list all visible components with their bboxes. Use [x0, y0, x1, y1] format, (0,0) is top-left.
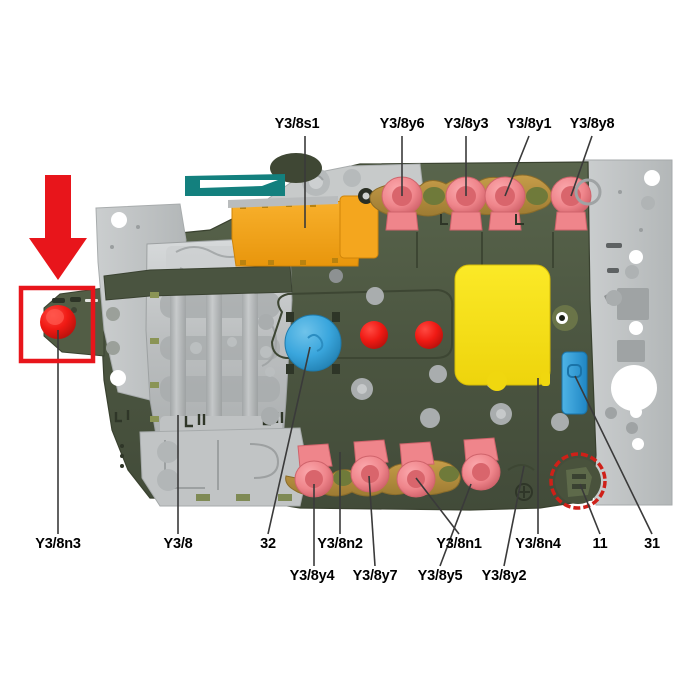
leader-11: [579, 483, 601, 535]
speed-sensor-n2: [360, 321, 388, 349]
board-wire-traces: [416, 232, 554, 268]
callout-label-y3-8y6: Y3/8y6: [379, 116, 425, 132]
speed-sensor-n4-plate: [454, 264, 551, 391]
callout-label-y3-8y8: Y3/8y8: [569, 116, 615, 132]
solenoid-y3-8y5: [396, 441, 436, 498]
callout-label-32: 32: [260, 536, 276, 552]
casting-cross-rib: [103, 265, 293, 301]
leader-lines: [57, 135, 653, 567]
oil-temperature-sensor-11: [549, 452, 607, 510]
callout-label-y3-8y3: Y3/8y3: [443, 116, 489, 132]
solenoid-y3-8y2: [461, 437, 501, 491]
red-down-arrow: [29, 175, 87, 280]
module-retainer-bracket: [228, 196, 338, 208]
callout-label-11: 11: [592, 536, 608, 552]
center-recess-outline: [270, 288, 454, 359]
callout-label-y3-8n4: Y3/8n4: [515, 536, 561, 552]
solenoid-y3-8y1: [484, 176, 526, 231]
red-highlight-rectangle: [18, 285, 96, 364]
right-mounting-flange: [583, 159, 673, 506]
leader-y3-8y8: [570, 135, 593, 197]
callout-label-y3-8y4: Y3/8y4: [289, 568, 335, 584]
callout-label-y3-8y5: Y3/8y5: [417, 568, 463, 584]
callout-label-y3-8y7: Y3/8y7: [352, 568, 398, 584]
leader-y3-8y1: [504, 135, 530, 197]
range-sensor-module-y3-8s1: [231, 195, 379, 267]
top-solenoid-row: [369, 174, 592, 231]
transmission-valve-body-assembly: [40, 153, 673, 511]
bottom-solenoid-row: [285, 437, 501, 498]
leader-y3-8n1: [415, 477, 460, 535]
leader-31: [574, 375, 653, 535]
lower-channel-plate: [139, 427, 309, 507]
speed-sensor-n3: [40, 305, 76, 339]
leader-y3-8y5: [439, 483, 472, 567]
callout-label-y3-8: Y3/8: [163, 536, 193, 552]
teal-marker-strip: [185, 174, 285, 196]
speed-sensor-n1: [415, 321, 443, 349]
board-contact-tabs: [150, 292, 159, 422]
solenoid-y3-8y4: [294, 443, 334, 498]
leader-y3-8y2: [503, 465, 525, 567]
callout-label-y3-8n1: Y3/8n1: [436, 536, 482, 552]
leader-32: [267, 346, 311, 535]
callout-label-y3-8s1: Y3/8s1: [274, 116, 320, 132]
leader-y3-8y7: [368, 475, 376, 567]
callout-label-y3-8n2: Y3/8n2: [317, 536, 363, 552]
electrical-connector-31: [561, 351, 588, 415]
solenoid-y3-8y6: [381, 176, 423, 231]
callout-label-y3-8n3: Y3/8n3: [35, 536, 81, 552]
callout-label-y3-8y2: Y3/8y2: [481, 568, 527, 584]
solenoid-y3-8y7: [350, 439, 390, 493]
callout-label-31: 31: [644, 536, 660, 552]
torque-converter-valve-32: [284, 312, 342, 374]
board-eyelet: [552, 305, 578, 331]
callout-label-y3-8y1: Y3/8y1: [506, 116, 552, 132]
